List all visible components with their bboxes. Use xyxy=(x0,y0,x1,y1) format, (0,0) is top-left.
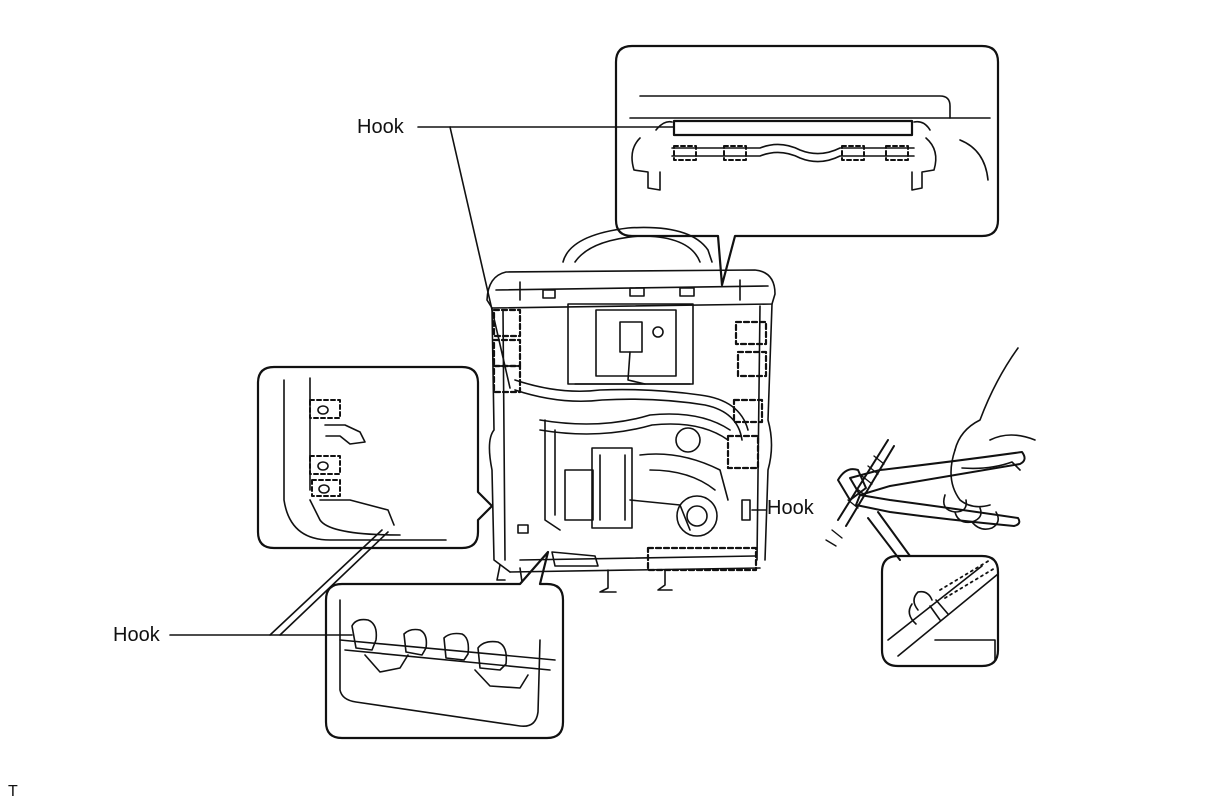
bottom-hooks xyxy=(351,618,508,671)
hook-label-top: Hook xyxy=(357,116,404,138)
headrest-outline xyxy=(562,226,713,263)
leader-top-to-seat xyxy=(449,126,511,389)
left-detail-callout xyxy=(256,365,494,550)
seat-foot xyxy=(496,564,523,583)
seat-right-side xyxy=(764,303,773,561)
pliers xyxy=(849,451,1026,496)
seat-bottom-frame xyxy=(509,567,761,573)
right-detail-callout xyxy=(867,511,1000,668)
corner-mark: T xyxy=(8,783,18,800)
hook-label-left: Hook xyxy=(113,624,160,646)
top-detail-callout xyxy=(614,44,1000,287)
hand-with-pliers xyxy=(825,347,1036,547)
center-bracket xyxy=(567,303,694,385)
leader-left-to-box xyxy=(269,529,383,636)
top-hook-bar xyxy=(672,119,914,137)
seat-back-assembly xyxy=(486,226,776,593)
wire-harness xyxy=(514,379,749,431)
leader-lines xyxy=(169,126,767,636)
seat-top-frame xyxy=(486,269,776,309)
bottom-detail-callout xyxy=(324,550,565,740)
seat-left-side xyxy=(488,307,511,573)
hook-label-right: Hook xyxy=(767,497,814,519)
